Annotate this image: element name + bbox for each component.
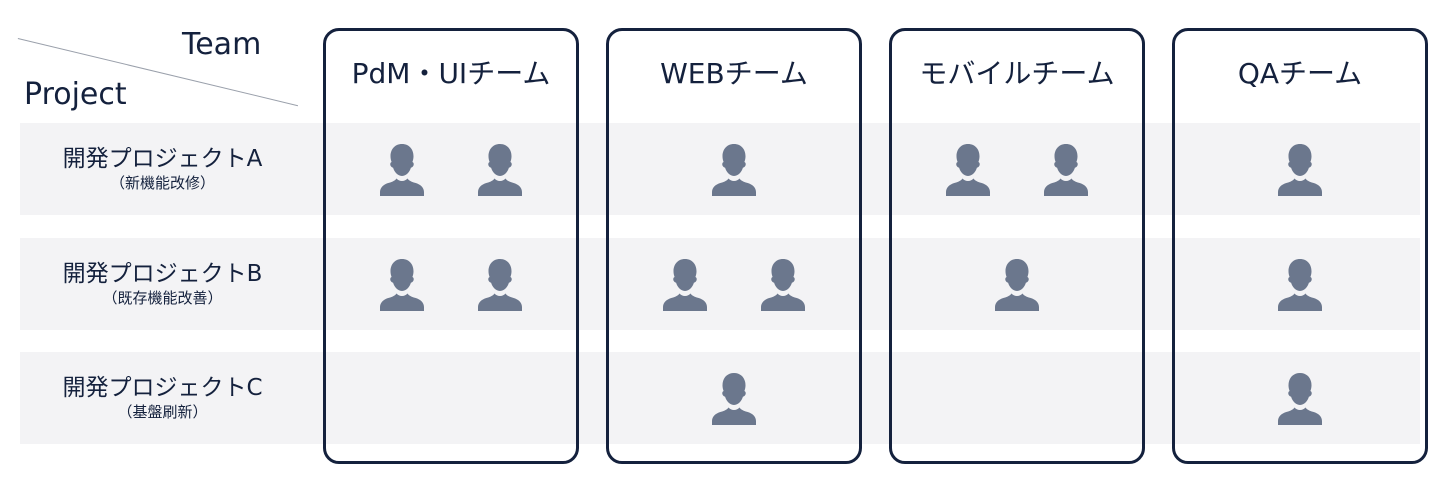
project-subtitle: （基盤刷新）: [117, 403, 208, 421]
person-silhouette-icon: [1276, 256, 1324, 312]
person-silhouette-icon: [476, 256, 524, 312]
person-silhouette-icon: [661, 256, 709, 312]
team-card-qa: [1172, 28, 1428, 464]
project-label-c: 開発プロジェクトC （基盤刷新）: [20, 352, 305, 444]
person-silhouette-icon: [476, 141, 524, 197]
team-card-mobile: [889, 28, 1145, 464]
project-label-a: 開発プロジェクトA （新機能改修）: [20, 123, 305, 215]
team-title-qa: QAチーム: [1237, 57, 1363, 90]
person-silhouette-icon: [1276, 370, 1324, 426]
person-silhouette-icon: [944, 141, 992, 197]
project-subtitle: （既存機能改善）: [102, 289, 223, 307]
person-silhouette-icon: [710, 141, 758, 197]
corner-project-label: Project: [24, 77, 127, 112]
person-silhouette-icon: [993, 256, 1041, 312]
project-name: 開発プロジェクトB: [62, 261, 263, 287]
team-title-pdm-ui: PdM・UIチーム: [351, 57, 551, 90]
person-silhouette-icon: [378, 256, 426, 312]
team-title-web: WEBチーム: [660, 57, 808, 90]
row-band-c: [20, 352, 1420, 444]
person-silhouette-icon: [710, 370, 758, 426]
project-label-b: 開発プロジェクトB （既存機能改善）: [20, 238, 305, 330]
row-band-a: [20, 123, 1420, 215]
person-silhouette-icon: [378, 141, 426, 197]
project-subtitle: （新機能改修）: [109, 174, 215, 192]
team-card-pdm-ui: [323, 28, 579, 464]
row-band-b: [20, 238, 1420, 330]
person-silhouette-icon: [1042, 141, 1090, 197]
project-name: 開発プロジェクトC: [62, 375, 263, 401]
person-silhouette-icon: [1276, 141, 1324, 197]
corner-team-label: Team: [182, 27, 262, 62]
person-silhouette-icon: [759, 256, 807, 312]
team-card-web: [606, 28, 862, 464]
project-name: 開発プロジェクトA: [62, 146, 263, 172]
team-title-mobile: モバイルチーム: [919, 57, 1115, 90]
